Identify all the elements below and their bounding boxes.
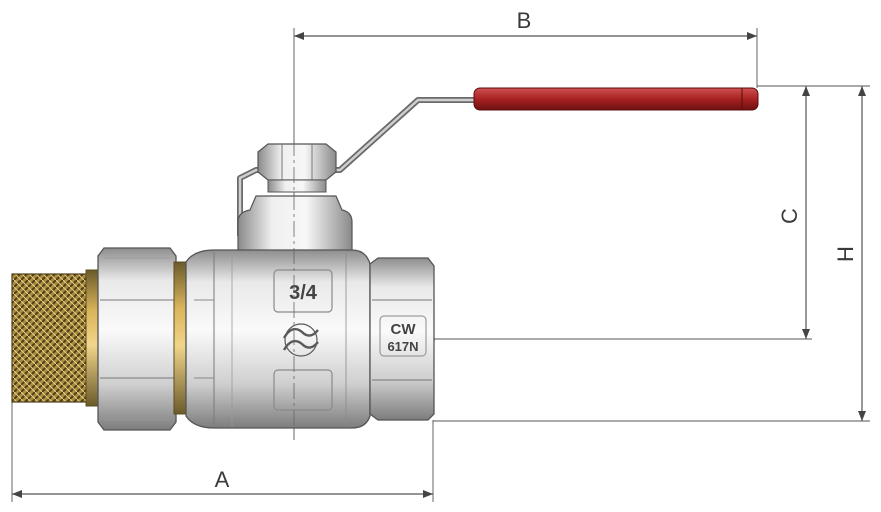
brand-logo-icon (282, 323, 319, 357)
material-marking-line1: CW (391, 321, 417, 338)
dimension-label-b: B (517, 8, 532, 33)
brass-collar (173, 261, 187, 415)
dimension-label-h: H (833, 246, 858, 262)
bonnet-neck (237, 195, 353, 253)
material-marking-line2: 617N (387, 339, 418, 354)
male-thread-end (11, 269, 107, 407)
female-end-hex (369, 257, 435, 421)
stem-nut (257, 143, 337, 193)
dimension-arrows (12, 32, 866, 498)
valve-body (185, 249, 371, 429)
dimension-label-a: A (215, 467, 230, 492)
size-marking: 3/4 (289, 282, 318, 304)
union-nut (97, 247, 177, 431)
dimension-label-c: C (777, 208, 802, 224)
